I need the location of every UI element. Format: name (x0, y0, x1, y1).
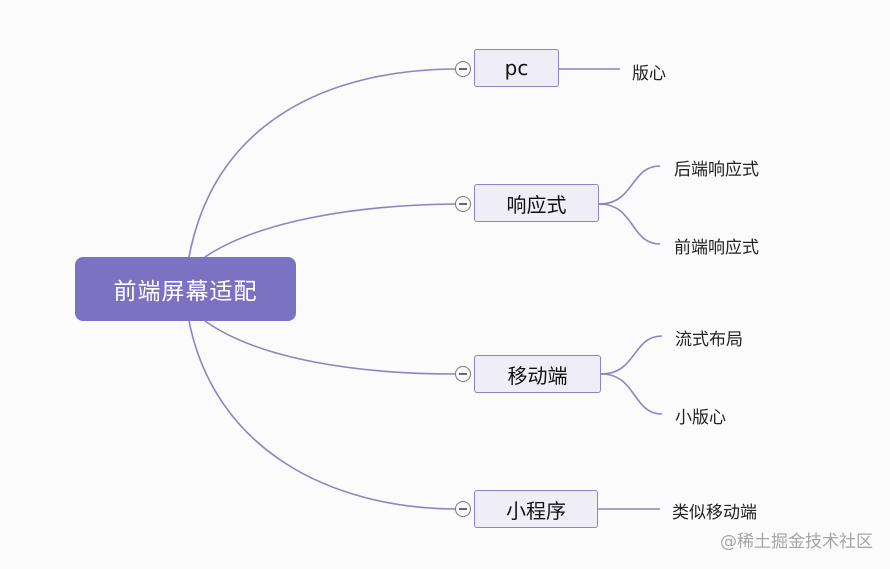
connector-mobile-leaf-1 (600, 335, 663, 375)
collapse-mobile-button[interactable] (455, 366, 471, 382)
branch-node-pc[interactable]: pc (474, 49, 559, 87)
branch-node-miniprogram[interactable]: 小程序 (474, 490, 598, 528)
leaf-mobile-1[interactable]: 流式布局 (675, 330, 743, 350)
connector-root-mobile (204, 320, 456, 375)
collapse-responsive-button[interactable] (455, 196, 471, 212)
watermark: @稀土掘金技术社区 (720, 532, 873, 552)
connector-responsive-leaf-2 (598, 203, 661, 245)
connector-root-responsive (204, 203, 456, 258)
branch-node-responsive[interactable]: 响应式 (474, 184, 599, 222)
connector-root-pc (188, 68, 456, 258)
connector-mobile-leaf-2 (600, 373, 663, 415)
branch-label-pc: pc (504, 56, 529, 80)
root-topic-node[interactable]: 前端屏幕适配 (75, 257, 296, 321)
branch-label-responsive: 响应式 (506, 192, 567, 217)
branch-label-mobile: 移动端 (507, 363, 568, 388)
leaf-responsive-2[interactable]: 前端响应式 (674, 238, 759, 258)
root-topic-label: 前端屏幕适配 (113, 279, 258, 305)
collapse-miniprogram-button[interactable] (455, 501, 471, 517)
collapse-pc-button[interactable] (455, 61, 471, 77)
connector-responsive-leaf-1 (598, 165, 661, 205)
connector-root-miniprogram (188, 320, 456, 510)
leaf-miniprogram-1[interactable]: 类似移动端 (672, 503, 757, 523)
leaf-pc-1[interactable]: 版心 (632, 64, 666, 84)
leaf-responsive-1[interactable]: 后端响应式 (674, 160, 759, 180)
branch-label-miniprogram: 小程序 (506, 498, 566, 523)
leaf-mobile-2[interactable]: 小版心 (675, 408, 726, 428)
branch-node-mobile[interactable]: 移动端 (474, 355, 601, 393)
